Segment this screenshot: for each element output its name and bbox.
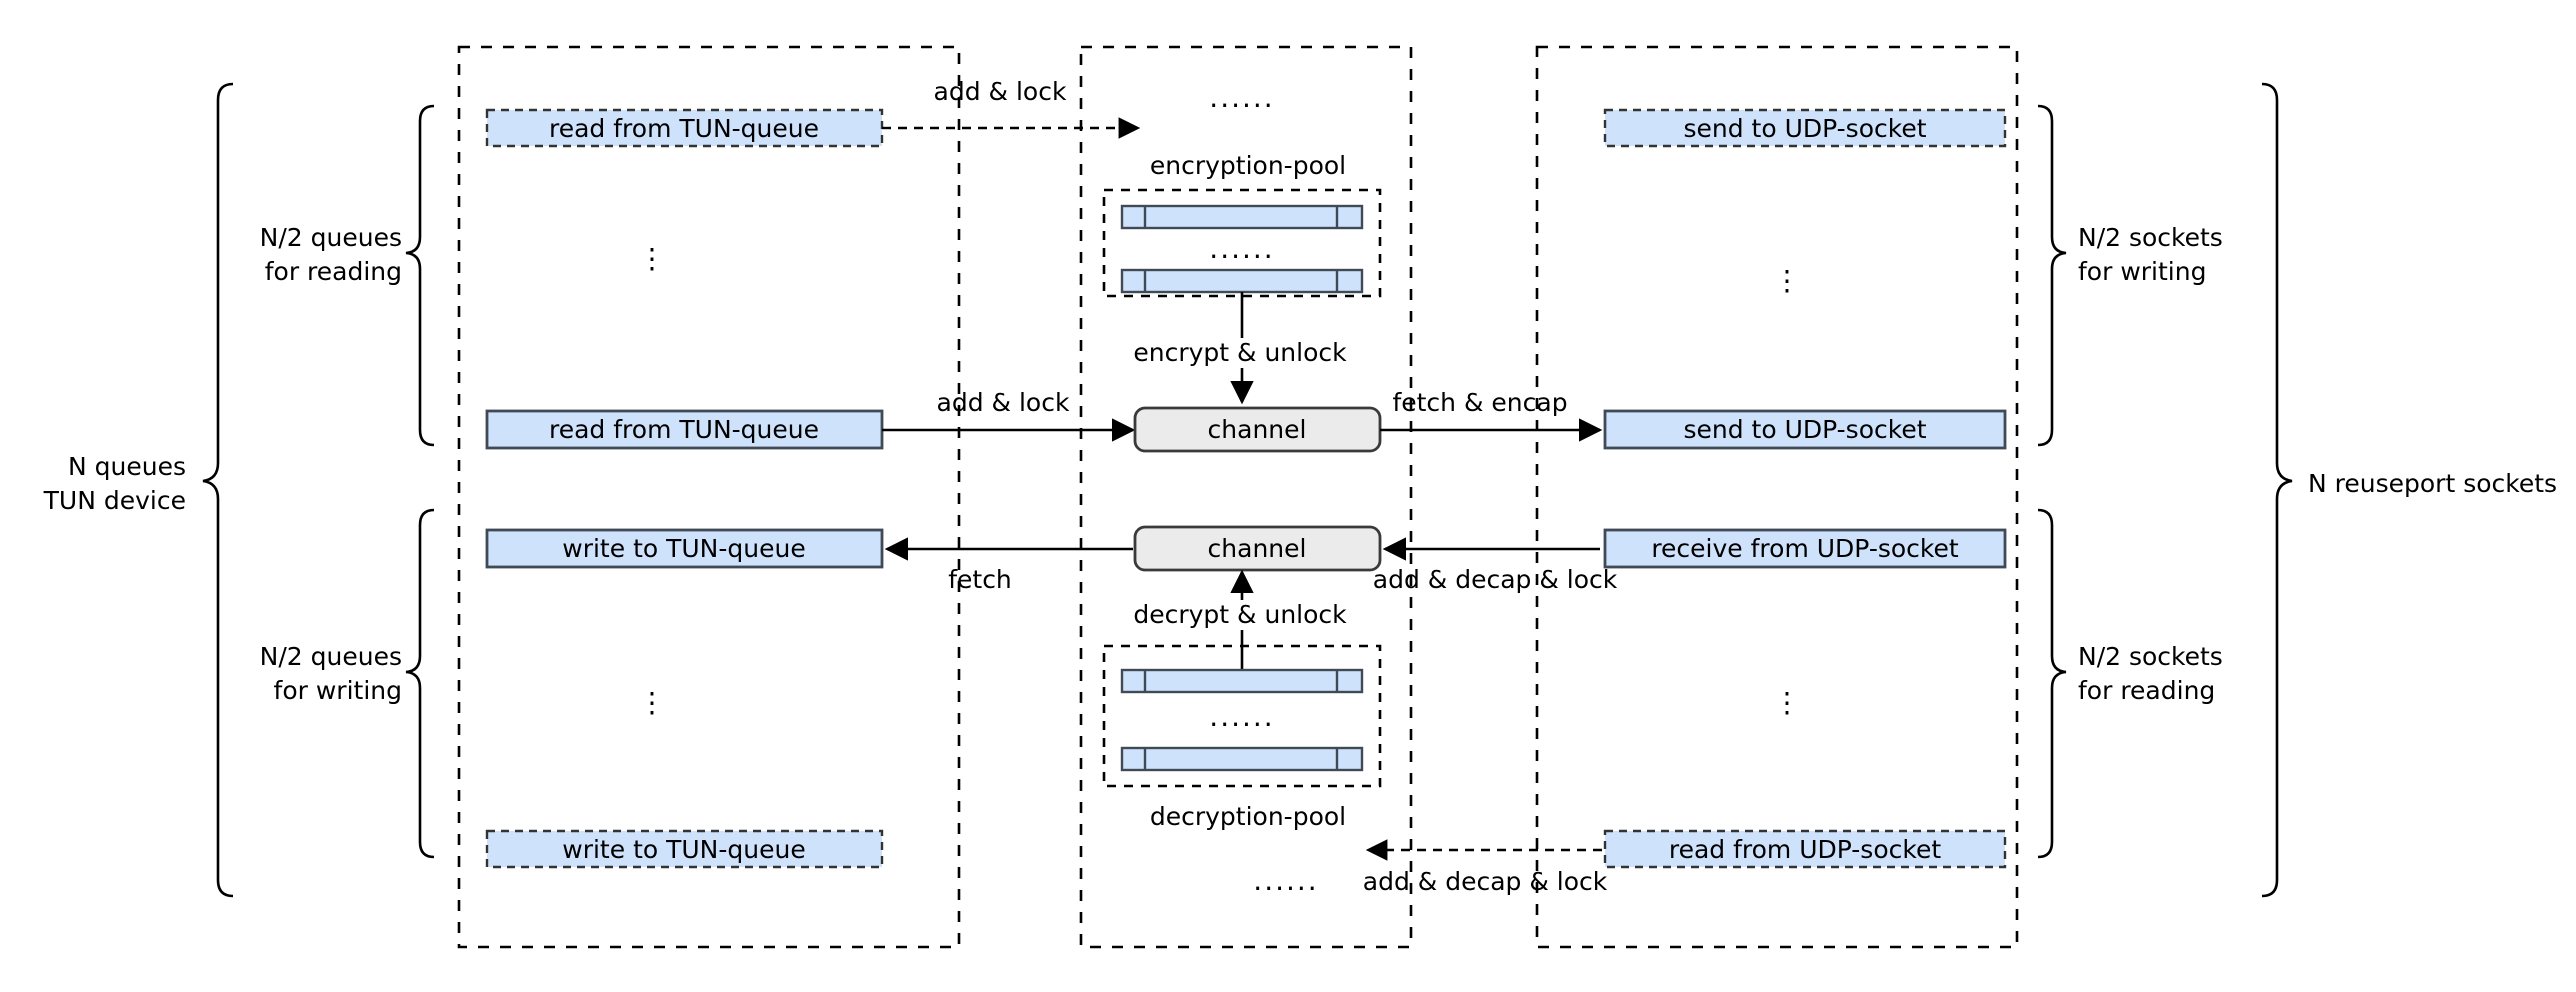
vdots-left-lower: ⋮ (638, 686, 666, 719)
box-send-udp-main-label: send to UDP-socket (1683, 415, 1926, 444)
box-channel-top-label: channel (1208, 415, 1307, 444)
encryption-pool-slot-2[interactable] (1120, 268, 1364, 294)
bracket-sockets-reading-line2: for reading (2078, 676, 2215, 705)
box-channel-bottom[interactable] (1133, 525, 1382, 572)
box-send-udp-main[interactable] (1603, 409, 2007, 450)
edge-add-decap-lock-bottom-label: add & decap & lock (1363, 867, 1608, 896)
ellipsis-mid-bottom: ...... (1253, 864, 1318, 897)
bracket-sockets-writing-line2: for writing (2078, 257, 2206, 286)
vdots-right-lower: ⋮ (1773, 686, 1801, 719)
ellipsis-pool-dec: ...... (1209, 700, 1274, 733)
encryption-pool-slot-1[interactable] (1120, 204, 1364, 230)
box-read-udp-ghost-label: read from UDP-socket (1669, 835, 1942, 864)
edge-decrypt-unlock-label: decrypt & unlock (1133, 600, 1347, 629)
left-bracket-label-line2: TUN device (43, 486, 186, 515)
box-send-udp-ghost[interactable] (1603, 108, 2007, 148)
edge-add-lock-main-label: add & lock (937, 388, 1070, 417)
bracket-queues-writing-line1: N/2 queues (260, 642, 402, 671)
bracket-sockets-writing-line1: N/2 sockets (2078, 223, 2223, 252)
box-read-tun-ghost-label: read from TUN-queue (549, 114, 819, 143)
label-bg-decrypt (1125, 600, 1357, 630)
edge-add-decap-lock-main-label: add & decap & lock (1373, 565, 1618, 594)
socket-column (1535, 45, 2019, 949)
left-outer-bracket (202, 82, 234, 898)
encryption-pool-container (1102, 188, 1382, 298)
right-outer-bracket (2261, 82, 2293, 898)
tun-column-top (457, 45, 961, 949)
edge-encrypt-unlock-label-fg: encrypt & unlock (1133, 338, 1347, 367)
box-channel-bottom-label: channel (1208, 534, 1307, 563)
decryption-pool-label: decryption-pool (1150, 802, 1346, 831)
bracket-sockets-writing (2037, 104, 2067, 447)
bracket-queues-writing (405, 508, 435, 859)
box-read-udp-ghost[interactable] (1603, 829, 2007, 869)
box-receive-udp-main[interactable] (1603, 528, 2007, 569)
ellipsis-pool-enc: ...... (1209, 232, 1274, 265)
edge-fetch-encap-label: fetch & encap (1392, 388, 1567, 417)
box-write-tun-main[interactable] (485, 528, 884, 569)
vdots-left-upper: ⋮ (638, 242, 666, 275)
encryption-pool-label: encryption-pool (1150, 151, 1346, 180)
box-write-tun-main-label: write to TUN-queue (562, 534, 805, 563)
bracket-queues-writing-line2: for writing (274, 676, 402, 705)
box-receive-udp-main-label: receive from UDP-socket (1651, 534, 1959, 563)
ellipsis-mid-top: ...... (1209, 81, 1274, 114)
bracket-sockets-reading-line1: N/2 sockets (2078, 642, 2223, 671)
box-send-udp-ghost-label: send to UDP-socket (1683, 114, 1926, 143)
right-bracket-label: N reuseport sockets (2308, 469, 2557, 498)
box-read-tun-main[interactable] (485, 409, 884, 450)
bracket-queues-reading-line2: for reading (265, 257, 402, 286)
box-write-tun-ghost[interactable] (485, 829, 884, 869)
bracket-sockets-reading (2037, 508, 2067, 859)
vdots-right-upper: ⋮ (1773, 264, 1801, 297)
bracket-queues-reading (405, 104, 435, 447)
edge-add-lock-top-label: add & lock (934, 77, 1067, 106)
pool-column (1079, 45, 1413, 949)
box-read-tun-ghost[interactable] (485, 108, 884, 148)
decryption-pool-slot-2[interactable] (1120, 746, 1364, 772)
edge-fetch-label: fetch (948, 565, 1012, 594)
bracket-queues-reading-line1: N/2 queues (260, 223, 402, 252)
decryption-pool-container (1102, 644, 1382, 788)
decryption-pool-slot-1[interactable] (1120, 668, 1364, 694)
box-write-tun-ghost-label: write to TUN-queue (562, 835, 805, 864)
label-bg-encrypt (1125, 338, 1357, 368)
left-bracket-label-line1: N queues (68, 452, 186, 481)
box-read-tun-main-label: read from TUN-queue (549, 415, 819, 444)
